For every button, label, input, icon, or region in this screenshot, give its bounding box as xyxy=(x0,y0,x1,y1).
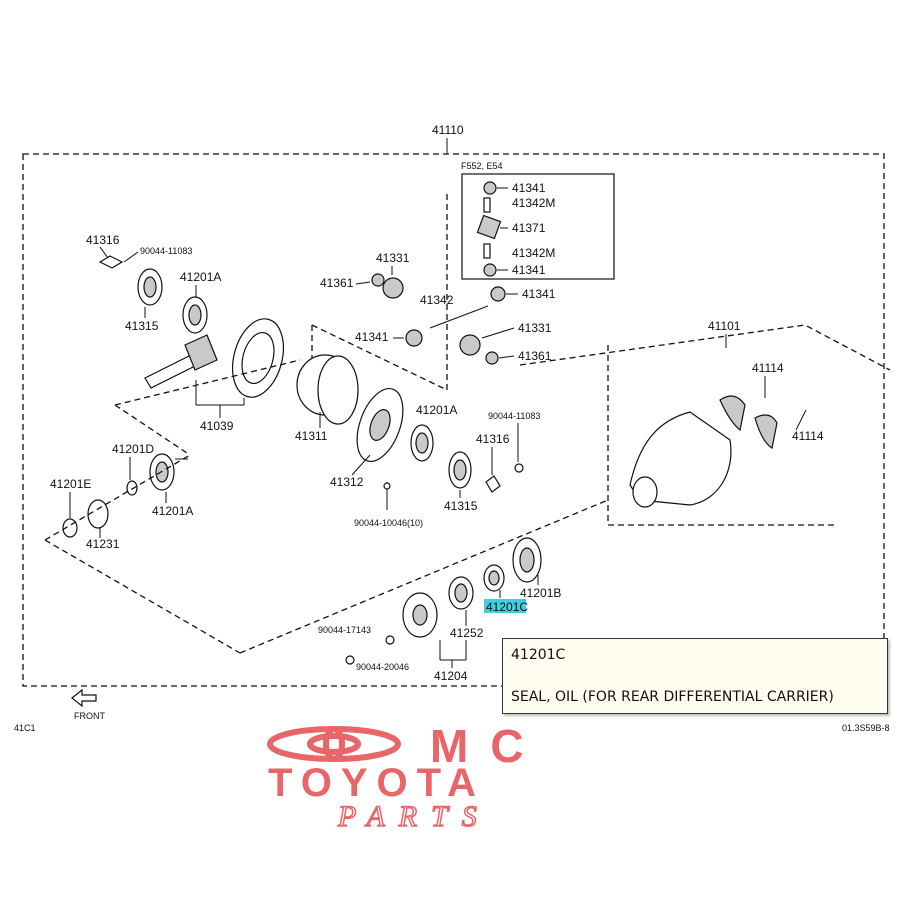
front-label: FRONT xyxy=(74,711,105,721)
tooltip-part-code: 41201C xyxy=(511,647,566,663)
corner-code-right: 01.3S59B-8 xyxy=(842,723,890,733)
toyota-emblem-icon xyxy=(267,726,401,762)
front-arrow-icon xyxy=(71,688,97,708)
part-label-41342M[interactable]: 41342M xyxy=(512,196,555,210)
assembly-label[interactable]: 41110 xyxy=(432,123,464,137)
part-label-41361[interactable]: 41361 xyxy=(518,349,552,363)
part-label-41361[interactable]: 41361 xyxy=(320,276,354,290)
part-label-41315[interactable]: 41315 xyxy=(444,499,478,513)
part-label-41341[interactable]: 41341 xyxy=(355,330,389,344)
highlight-41201C xyxy=(484,599,526,613)
part-label-41331[interactable]: 41331 xyxy=(518,321,552,335)
part-label-41331[interactable]: 41331 xyxy=(376,251,410,265)
part-label-41316[interactable]: 41316 xyxy=(86,233,120,247)
part-label-41341[interactable]: 41341 xyxy=(522,287,556,301)
part-label-41204[interactable]: 41204 xyxy=(434,669,468,683)
assembly-boundary xyxy=(22,153,885,687)
part-label-41201B[interactable]: 41201B xyxy=(520,586,561,600)
subassembly-header: F552, E54 xyxy=(461,161,503,171)
part-label-90044-11083[interactable]: 90044-11083 xyxy=(488,411,540,421)
part-label-41371[interactable]: 41371 xyxy=(512,221,546,235)
part-label-41341[interactable]: 41341 xyxy=(512,263,546,277)
brand-line-2: TOYOTA xyxy=(268,761,485,805)
subassembly-box xyxy=(461,173,615,280)
part-label-41201A[interactable]: 41201A xyxy=(152,504,193,518)
omc-toyota-parts-logo: MC TOYOTA PARTS xyxy=(267,724,546,832)
part-label-41231[interactable]: 41231 xyxy=(86,537,120,551)
corner-code-left: 41C1 xyxy=(14,723,36,733)
part-label-41252[interactable]: 41252 xyxy=(450,626,484,640)
part-label-41311[interactable]: 41311 xyxy=(295,429,328,443)
part-label-41201D[interactable]: 41201D xyxy=(112,442,154,456)
brand-line-3: PARTS xyxy=(337,800,491,832)
part-label-41341[interactable]: 41341 xyxy=(512,181,546,195)
part-label-41342[interactable]: 41342 xyxy=(420,293,454,307)
part-label-41342M[interactable]: 41342M xyxy=(512,246,555,260)
part-label-90044-17143[interactable]: 90044-17143 xyxy=(318,625,371,635)
part-label-41315[interactable]: 41315 xyxy=(125,319,159,333)
part-label-90044-20046[interactable]: 90044-20046 xyxy=(356,662,409,672)
part-label-41201C[interactable]: 41201C xyxy=(486,600,528,614)
part-tooltip: 41201C SEAL, OIL (FOR REAR DIFFERENTIAL … xyxy=(502,638,888,714)
part-label-41039[interactable]: 41039 xyxy=(200,419,234,433)
part-label-41316[interactable]: 41316 xyxy=(476,432,510,446)
brand-line-1: MC xyxy=(430,724,546,772)
part-label-41114[interactable]: 41114 xyxy=(752,361,784,375)
part-label-41312[interactable]: 41312 xyxy=(330,475,364,489)
tooltip-part-description: SEAL, OIL (FOR REAR DIFFERENTIAL CARRIER… xyxy=(511,689,834,705)
part-label-41201E[interactable]: 41201E xyxy=(50,477,91,491)
part-label-41114[interactable]: 41114 xyxy=(792,429,824,443)
part-label-41101[interactable]: 41101 xyxy=(708,319,741,333)
part-label-90044-11083[interactable]: 90044-11083 xyxy=(140,246,192,256)
part-label-41201A[interactable]: 41201A xyxy=(416,403,457,417)
part-label-90044-10046[interactable]: 90044-10046(10) xyxy=(354,518,423,528)
part-label-41201A[interactable]: 41201A xyxy=(180,270,221,284)
